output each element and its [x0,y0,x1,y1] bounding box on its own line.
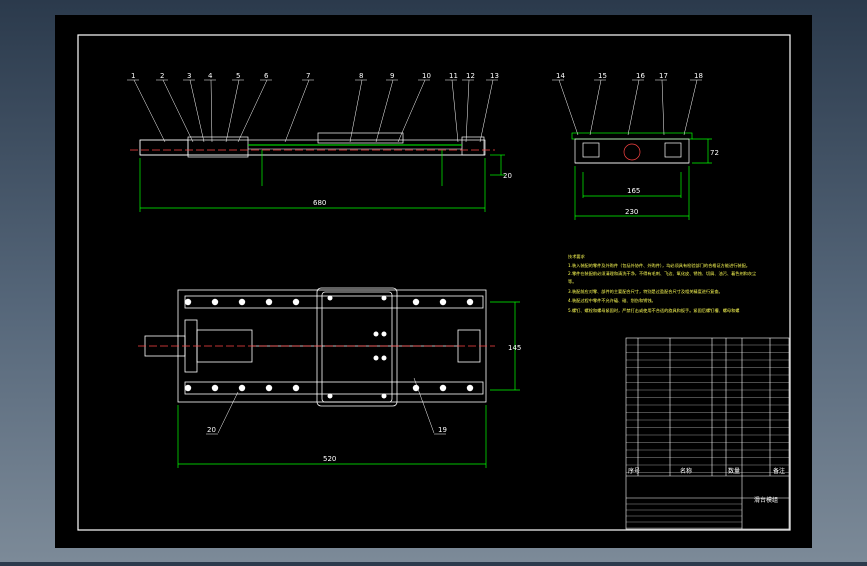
mounting-hole [466,298,474,306]
front-label-4: 4 [208,72,213,80]
mounting-hole [292,298,300,306]
plan-dimensions [177,301,520,468]
drawing-sheet [55,15,812,548]
side-label-15: 15 [598,72,607,80]
dim-side-outer: 230 [625,208,638,216]
front-label-7: 7 [306,72,310,80]
dim-plan-length: 520 [323,455,336,463]
bom-table [626,344,789,529]
side-screw-section [623,143,641,161]
carriage-hole [327,393,333,399]
mounting-hole [184,384,192,392]
plan-label-19: 19 [438,426,447,434]
front-label-5: 5 [236,72,240,80]
mounting-hole [265,384,273,392]
plan-label-20: 20 [207,426,216,434]
plan-carriage-inner [321,291,393,403]
front-label-8: 8 [359,72,363,80]
drawing-name: 滑台模组 [754,496,778,504]
front-label-6: 6 [264,72,269,80]
bom-header-qty: 数量 [728,467,740,475]
plan-leaders [206,377,446,435]
dim-plan-width: 145 [508,344,521,352]
drawing-border [77,34,791,531]
bearing-housing [187,136,249,158]
mounting-hole [238,384,246,392]
mounting-hole [211,384,219,392]
side-label-17: 17 [659,72,668,80]
dim-front-height: 20 [503,172,512,180]
front-view [139,132,486,158]
mounting-hole [238,298,246,306]
mounting-hole [439,384,447,392]
front-label-13: 13 [490,72,499,80]
notes-heading: 技术要求 [568,253,586,260]
plan-mounting-holes [184,295,474,399]
front-label-1: 1 [131,72,135,80]
carriage-hole [327,295,333,301]
notes-line-3: 等。 [568,278,576,284]
notes-line-6: 5.螺钉、螺栓和螺母紧固时，严禁打击或使用不合适的旋具和扳手。紧固后螺钉槽、螺母… [568,307,740,314]
carriage-hole [373,331,379,337]
carriage-hole [373,355,379,361]
side-part-labels: 14 15 16 17 18 [552,72,703,136]
mounting-hole [466,384,474,392]
carriage-hole [381,355,387,361]
plan-carriage [316,287,398,407]
mounting-hole [211,298,219,306]
mounting-hole [412,298,420,306]
mounting-hole [412,384,420,392]
side-label-18: 18 [694,72,703,80]
carriage-hole [381,393,387,399]
bom-header-name: 名称 [680,467,692,475]
front-label-3: 3 [187,72,191,80]
notes-line-4: 3.装配前应对零、部件的主要配合尺寸，特别是过盈配合尺寸及相关精度进行复查。 [568,288,723,295]
notes-line-2: 2.零件在装配前必须清理和清洗干净，不得有毛刺、飞边、氧化皮、锈蚀、切屑、油污、… [568,270,756,277]
side-rail-right [664,142,682,158]
dim-front-length: 680 [313,199,326,207]
side-label-16: 16 [636,72,645,80]
front-label-11: 11 [449,72,458,80]
front-label-2: 2 [160,72,164,80]
dim-side-inner: 165 [627,187,640,195]
dim-side-height: 72 [710,149,719,157]
front-label-10: 10 [422,72,431,80]
carriage-hole [381,295,387,301]
mounting-hole [439,298,447,306]
front-label-9: 9 [390,72,394,80]
technical-notes: 技术要求 1.装入装配的零件及外购件（包括外协件、外购件），均必须具有检验部门的… [568,253,756,314]
mounting-hole [265,298,273,306]
side-dimensions [574,138,712,220]
mounting-hole [292,384,300,392]
side-view [571,132,693,164]
mounting-hole [184,298,192,306]
side-label-14: 14 [556,72,565,80]
front-label-12: 12 [466,72,475,80]
carriage-hole [381,331,387,337]
bom-header-seq: 序号 [628,467,640,475]
bom-header-note: 备注 [773,467,785,475]
side-rail-left [582,142,600,158]
title-block [625,337,790,530]
notes-line-5: 4.装配过程中零件不允许磕、碰、划伤和锈蚀。 [568,297,656,304]
carriage-plate [317,132,404,144]
front-dimensions [139,150,505,212]
notes-line-1: 1.装入装配的零件及外购件（包括外协件、外购件），均必须具有检验部门的合格证方能… [568,262,750,269]
